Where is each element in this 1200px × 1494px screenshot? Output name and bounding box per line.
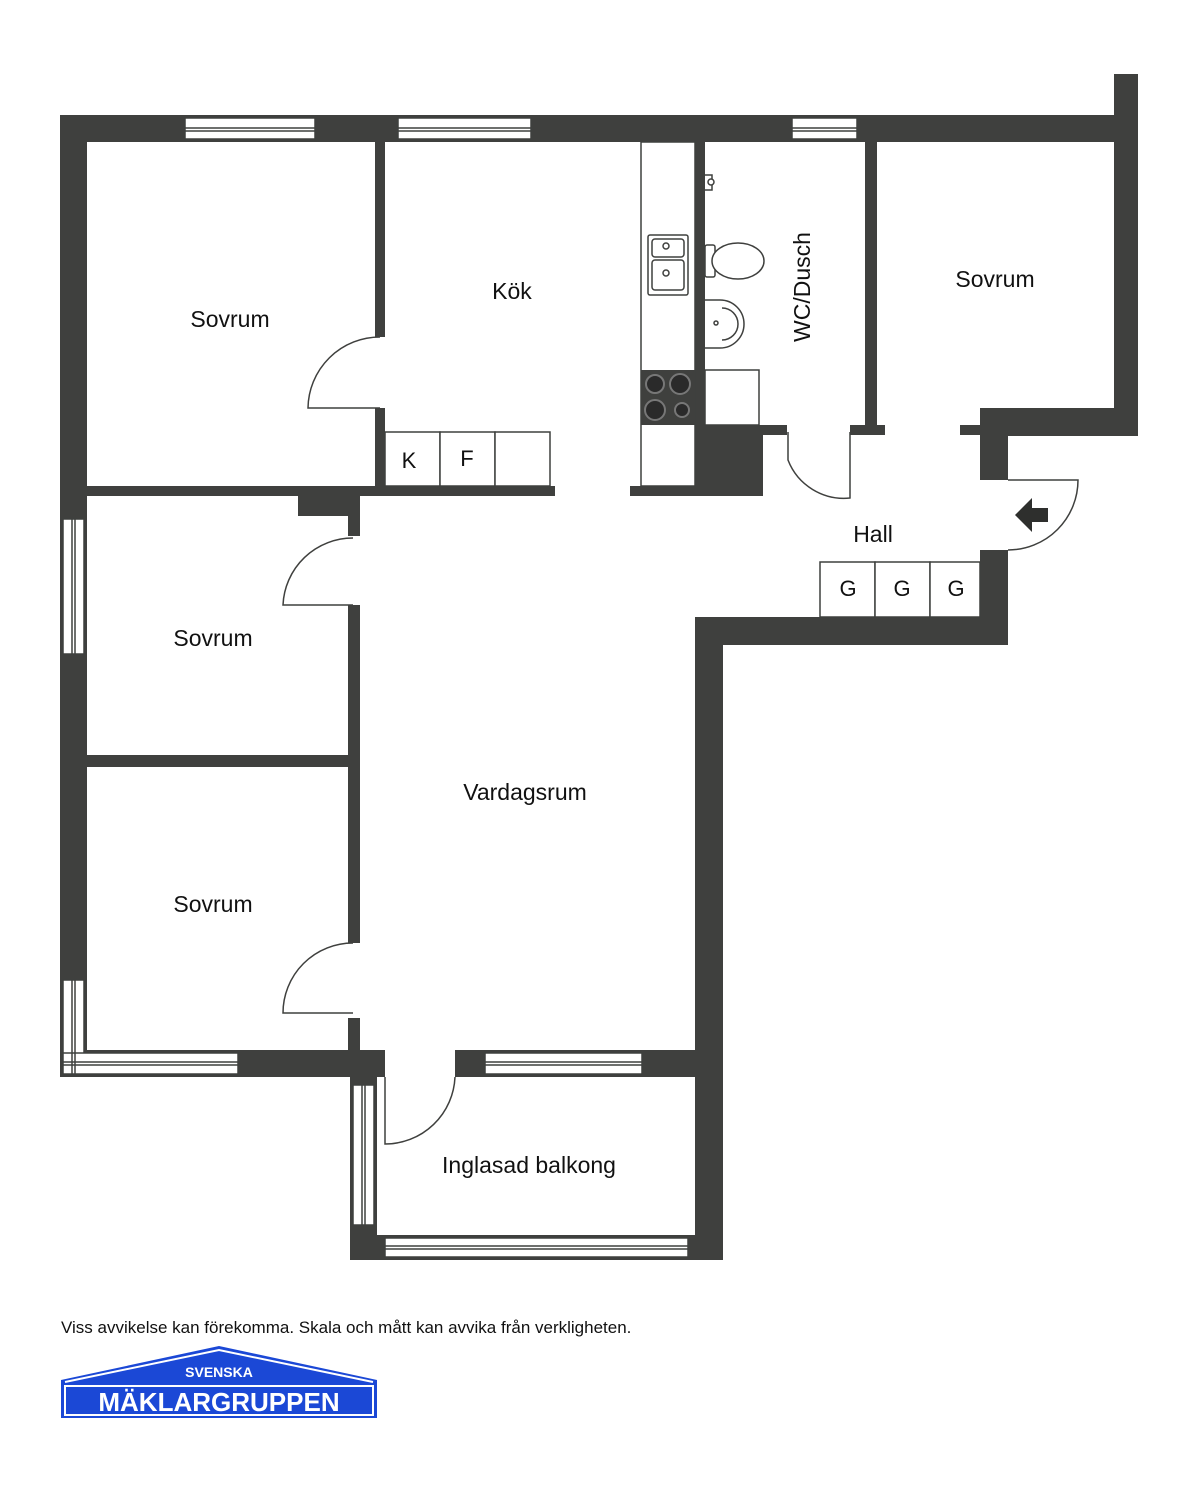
kitchen-units [384, 431, 551, 487]
entrance-arrow-icon [1015, 498, 1048, 532]
room-wc-dusch: WC/Dusch [789, 232, 815, 342]
room-sovrum-top-right: Sovrum [955, 266, 1034, 292]
room-vardagsrum: Vardagsrum [463, 779, 587, 805]
bathroom-fixtures [704, 174, 765, 426]
hall-closet-3: G [947, 576, 964, 601]
logo-text-svenska: SVENSKA [185, 1364, 253, 1380]
room-sovrum-bottom-left: Sovrum [173, 891, 252, 917]
kitchen-counter [640, 141, 696, 487]
room-sovrum-mid-left: Sovrum [173, 625, 252, 651]
logo-text-maklargruppen: MÄKLARGRUPPEN [98, 1387, 339, 1417]
disclaimer-text: Viss avvikelse kan förekomma. Skala och … [61, 1318, 632, 1337]
hall-closet-1: G [839, 576, 856, 601]
kitchen-unit-f: F [460, 446, 473, 471]
doors [282, 336, 1079, 1145]
hall-closet-2: G [893, 576, 910, 601]
room-hall: Hall [853, 521, 893, 547]
walls [60, 74, 1138, 1260]
windows [62, 117, 858, 1258]
room-kok: Kök [492, 278, 532, 304]
room-inglasad-balkong: Inglasad balkong [442, 1152, 616, 1178]
maklargruppen-logo: SVENSKA MÄKLARGRUPPEN [61, 1346, 377, 1418]
floor-plan: K F G G G Sovrum Kök WC/Dusch Sovrum Sov… [60, 74, 1138, 1260]
room-sovrum-top-left: Sovrum [190, 306, 269, 332]
stove-icon [641, 370, 695, 425]
hall-closets [819, 561, 981, 618]
kitchen-unit-k: K [402, 448, 417, 473]
